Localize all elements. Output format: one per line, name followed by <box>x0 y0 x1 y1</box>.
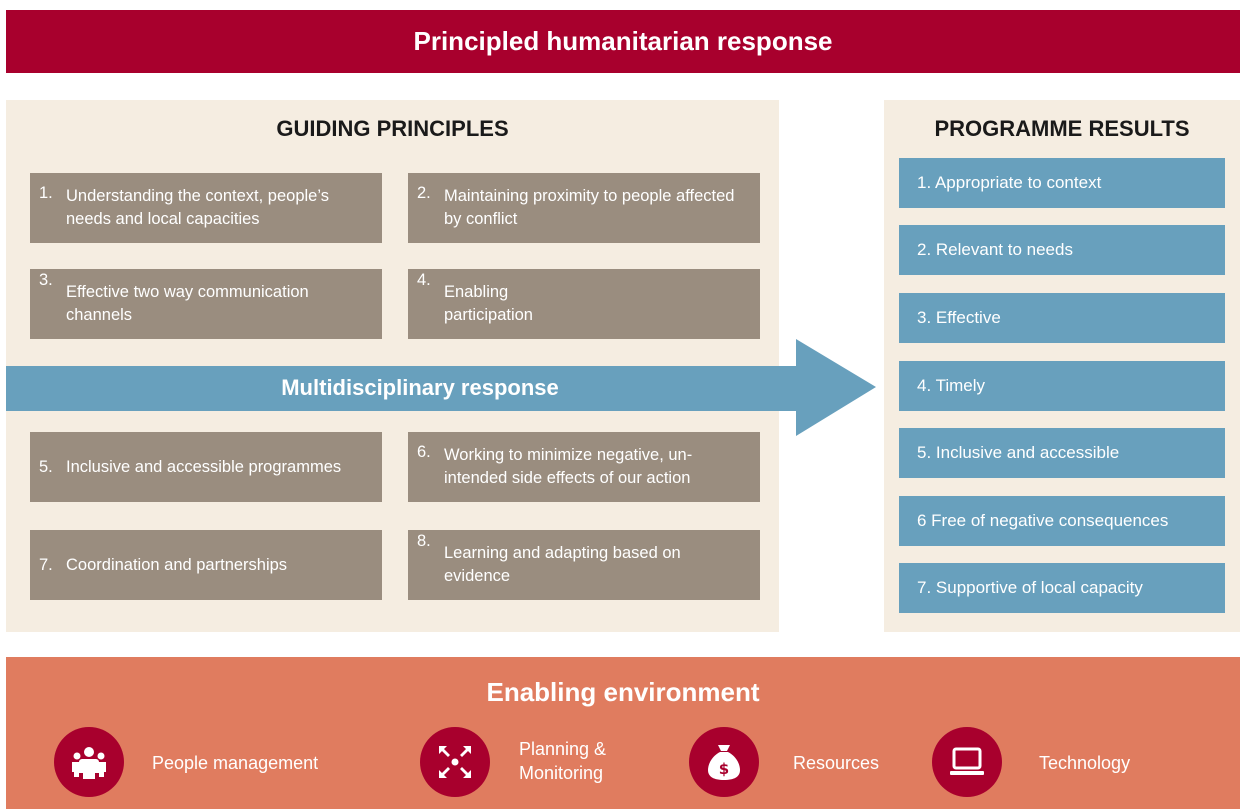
page-title: Principled humanitarian response <box>413 26 833 56</box>
result-item: 2. Relevant to needs <box>899 225 1225 275</box>
principle-text: Inclusive and accessible programmes <box>66 457 342 476</box>
principle-4: 4. Enabling participation <box>408 269 760 339</box>
people-group-icon <box>54 727 124 797</box>
money-bag-icon: $ <box>689 727 759 797</box>
laptop-icon <box>932 727 1002 797</box>
principle-2: 2. Maintaining proximity to people affec… <box>408 173 760 243</box>
principle-number: 4. <box>417 271 431 289</box>
guiding-principles-heading: GUIDING PRINCIPLES <box>276 116 509 141</box>
env-label-planning-monitoring: Planning & Monitoring <box>519 739 607 783</box>
principle-number: 3. <box>39 271 53 289</box>
programme-results-heading: PROGRAMME RESULTS <box>934 116 1190 141</box>
principle-text: Coordination and partnerships <box>66 555 288 574</box>
principle-number: 8. <box>417 532 431 550</box>
result-item: 1. Appropriate to context <box>899 158 1225 208</box>
principle-7: 7. Coordination and partnerships <box>30 530 382 600</box>
svg-text:$: $ <box>719 760 729 778</box>
arrows-converge-icon <box>420 727 490 797</box>
title-bar: Principled humanitarian response <box>6 10 1240 73</box>
env-label-technology: Technology <box>1039 753 1131 773</box>
result-item: 6 Free of negative consequences <box>899 496 1225 546</box>
principle-8: 8. Learning and adapting based on eviden… <box>408 530 760 600</box>
multidisciplinary-response-arrow <box>6 339 876 436</box>
enabling-environment-bar: Enabling environment People management P… <box>6 657 1240 809</box>
principle-text: Maintaining proximity to people affected… <box>444 187 735 228</box>
enabling-environment-heading: Enabling environment <box>486 677 760 707</box>
arrow-label: Multidisciplinary response <box>281 375 559 400</box>
principle-text: Learning and adapting based on evidence <box>444 544 681 585</box>
principle-number: 6. <box>417 443 431 461</box>
principle-text: Enabling participation <box>444 283 533 324</box>
principle-6: 6. Working to minimize negative, un-inte… <box>408 432 760 502</box>
principle-number: 7. <box>39 555 53 574</box>
principle-text: Working to minimize negative, un-intende… <box>444 446 693 487</box>
principle-3: 3. Effective two way communication chann… <box>30 269 382 339</box>
principle-number: 1. <box>39 184 53 202</box>
env-label-resources: Resources <box>793 753 880 773</box>
programme-results-panel: PROGRAMME RESULTS 1. Appropriate to cont… <box>884 100 1240 632</box>
principle-number: 2. <box>417 184 431 202</box>
result-item: 3. Effective <box>899 293 1225 343</box>
principle-1: 1. Understanding the context, people’s n… <box>30 173 382 243</box>
principle-text: Understanding the context, people’s need… <box>66 187 329 228</box>
result-item: 4. Timely <box>899 361 1225 411</box>
env-label-people-management: People management <box>152 753 319 773</box>
result-item: 7. Supportive of local capacity <box>899 563 1225 613</box>
result-item: 5. Inclusive and accessible <box>899 428 1225 478</box>
arrow-shape <box>6 339 876 436</box>
principle-text: Effective two way communication channels <box>66 283 309 324</box>
principle-5: 5. Inclusive and accessible programmes <box>30 432 382 502</box>
principle-number: 5. <box>39 457 53 476</box>
